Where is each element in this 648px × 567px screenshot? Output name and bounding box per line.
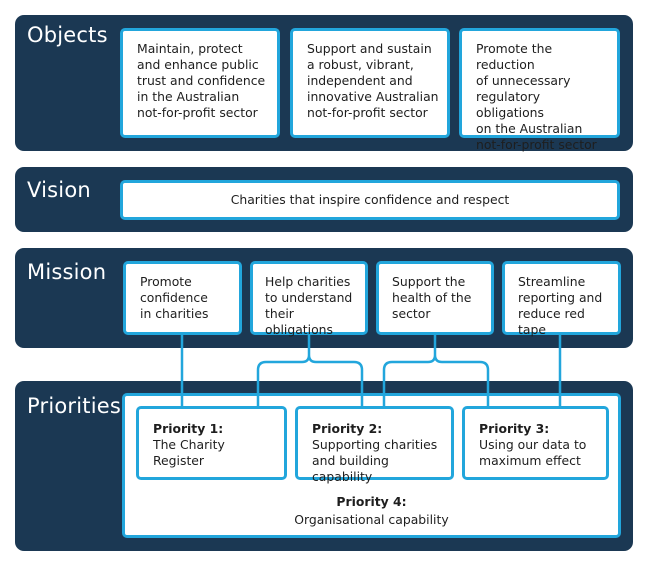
mission-2-line: to understand <box>265 290 353 305</box>
object-1-line: trust and confidence <box>137 73 266 88</box>
priority-box-2: Priority 2: Supporting charities and bui… <box>295 406 454 484</box>
object-1-line: in the Australian <box>137 89 240 104</box>
mission-2-line: Help charities <box>265 274 351 289</box>
priority-2-heading: Priority 2: <box>312 421 383 436</box>
object-3-line: regulatory obligations <box>476 89 544 120</box>
mission-4-line: reduce red tape <box>518 306 585 337</box>
object-3-line: on the Australian <box>476 121 583 136</box>
mission-4-line: reporting and <box>518 290 603 305</box>
mission-1-line: confidence <box>140 290 208 305</box>
object-box-1: Maintain, protect and enhance public tru… <box>120 28 280 138</box>
priority-3-line: Using our data to <box>479 437 587 452</box>
object-2-line: innovative Australian <box>307 89 439 104</box>
vision-statement: Charities that inspire confidence and re… <box>230 192 510 207</box>
mission-1-line: in charities <box>140 306 209 321</box>
object-box-2: Support and sustain a robust, vibrant, i… <box>290 28 450 138</box>
vision-title: Vision <box>27 178 91 202</box>
mission-2-line: their obligations <box>265 306 333 337</box>
priority-2-line: Supporting charities <box>312 437 438 452</box>
object-3-line: not-for-profit sector <box>476 137 597 152</box>
priority-2-line: and building capability <box>312 453 389 484</box>
object-3-line: of unnecessary <box>476 73 571 88</box>
object-box-3: Promote the reduction of unnecessary reg… <box>459 28 620 152</box>
object-1-line: Maintain, protect <box>137 41 243 56</box>
mission-box-1: Promote confidence in charities <box>123 261 242 335</box>
object-2-line: Support and sustain <box>307 41 432 56</box>
object-1-line: and enhance public <box>137 57 259 72</box>
mission-3-line: sector <box>392 306 431 321</box>
objects-title: Objects <box>27 23 108 47</box>
mission-box-2: Help charities to understand their oblig… <box>250 261 368 337</box>
connector-m3-branch <box>382 335 490 406</box>
priority-1-line: The Charity Register <box>153 437 225 468</box>
priority-3-heading: Priority 3: <box>479 421 550 436</box>
object-3-line: Promote the reduction <box>476 41 553 72</box>
mission-3-line: Support the <box>392 274 466 289</box>
priority-1-heading: Priority 1: <box>153 421 224 436</box>
priority-box-1: Priority 1: The Charity Register <box>136 406 287 480</box>
priorities-title: Priorities <box>27 394 122 418</box>
object-2-line: not-for-profit sector <box>307 105 428 120</box>
vision-box: Charities that inspire confidence and re… <box>120 180 620 220</box>
mission-3-line: health of the <box>392 290 472 305</box>
object-2-line: a robust, vibrant, <box>307 57 414 72</box>
mission-4-line: Streamline <box>518 274 586 289</box>
priority-3-line: maximum effect <box>479 453 581 468</box>
object-2-line: independent and <box>307 73 413 88</box>
mission-box-4: Streamline reporting and reduce red tape <box>502 261 621 337</box>
priority-4-text: Organisational capability <box>294 512 449 527</box>
priority-box-3: Priority 3: Using our data to maximum ef… <box>462 406 609 480</box>
mission-title: Mission <box>27 260 107 284</box>
object-1-line: not-for-profit sector <box>137 105 258 120</box>
mission-box-3: Support the health of the sector <box>376 261 494 335</box>
priority-4-heading: Priority 4: <box>336 494 407 509</box>
connector-m2-branch <box>256 335 364 406</box>
mission-1-line: Promote <box>140 274 192 289</box>
